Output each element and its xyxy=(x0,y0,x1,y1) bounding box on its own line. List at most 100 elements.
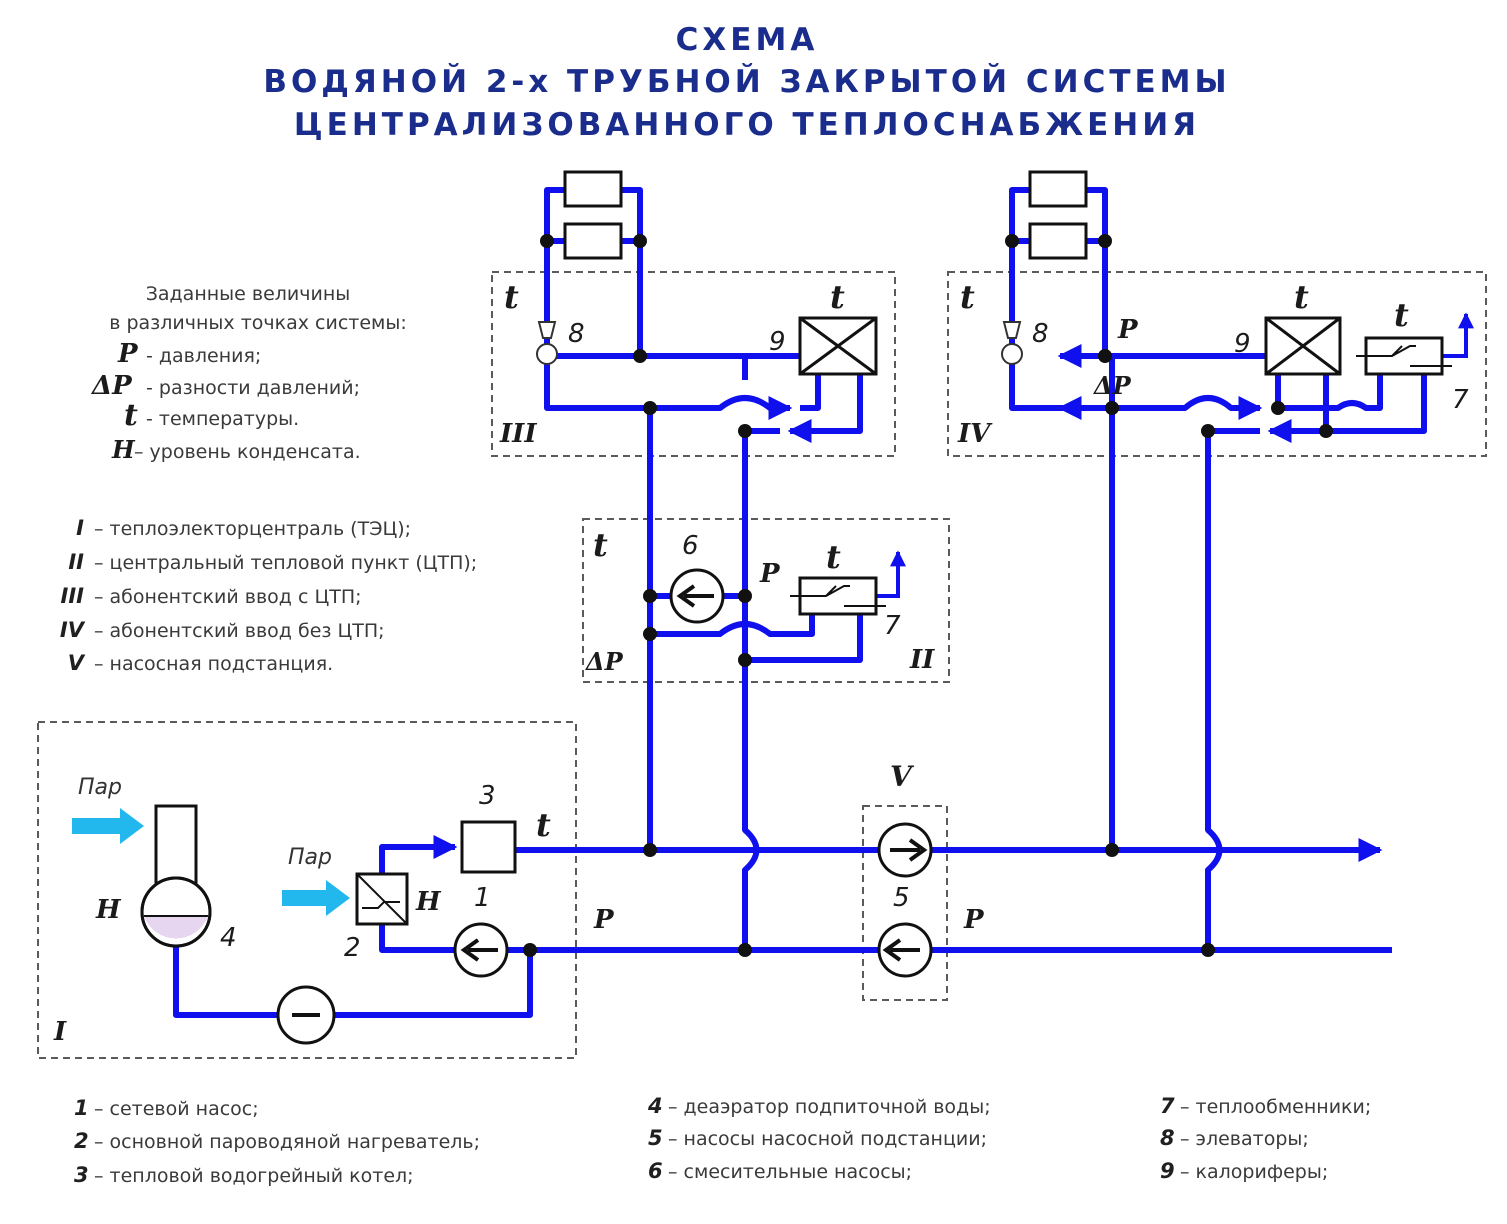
steam-arrow-heater xyxy=(282,880,350,916)
setpoint-text-pressure-diff: - разности давлений; xyxy=(146,377,360,399)
station-text-III: – абонентский ввод с ЦТП; xyxy=(94,586,362,608)
title-line-2: ВОДЯНОЙ 2-х ТРУБНОЙ ЗАКРЫТОЙ СИСТЕМЫ xyxy=(263,64,1230,100)
label-9-IV: 9 xyxy=(1234,329,1251,359)
diagram-labels: t t 8 9 III t 8 P ΔP 9 t t 7 IV t 6 P t … xyxy=(53,278,1469,1047)
equip-text-6: – смесительные насосы; xyxy=(668,1161,912,1183)
setpoint-text-temperature: - температуры. xyxy=(146,408,299,430)
equip-key-9: 9 xyxy=(1160,1159,1175,1183)
equip-text-2: – основной пароводяной нагреватель; xyxy=(94,1131,480,1153)
zone-IV-hx-in xyxy=(1278,374,1383,411)
label-t-IV-hx: t xyxy=(1394,296,1409,334)
station-text-IV: – абонентский ввод без ЦТП; xyxy=(94,620,385,642)
setpoint-key-pressure: P xyxy=(117,339,139,369)
label-P-IV: P xyxy=(1117,315,1139,345)
label-zone-V: V xyxy=(890,760,915,793)
zone-IV-hot-water-out xyxy=(1442,312,1474,358)
label-t-IV-left: t xyxy=(960,278,975,316)
label-dP-II: ΔP xyxy=(585,647,624,676)
label-6: 6 xyxy=(682,531,699,561)
label-P-main-right: P xyxy=(963,905,985,935)
zone-III-box xyxy=(491,271,896,457)
equip-key-7: 7 xyxy=(1160,1094,1175,1118)
makeup-line-right xyxy=(334,950,533,1018)
label-2: 2 xyxy=(344,933,361,963)
zone-II-hx-return xyxy=(745,614,863,663)
steam-water-heater-2 xyxy=(355,872,409,926)
stations-legend: I – теплоэлекторцентраль (ТЭЦ); II – цен… xyxy=(60,516,477,675)
zone-III-mixing-line xyxy=(544,356,793,420)
equip-text-8: – элеваторы; xyxy=(1180,1128,1309,1150)
station-key-III: III xyxy=(61,584,85,608)
heat-exchanger-IV xyxy=(1356,336,1452,376)
station-text-V: – насосная подстанция. xyxy=(94,653,333,675)
label-t-II: t xyxy=(593,526,608,564)
equip-text-4: – деаэратор подпиточной воды; xyxy=(668,1096,991,1118)
steam-label-1: Пар xyxy=(78,775,122,800)
radiator-IV-bottom xyxy=(1028,222,1088,260)
steam-label-2: Пар xyxy=(288,845,332,870)
equip-text-1: – сетевой насос; xyxy=(94,1098,259,1120)
setpoints-heading-2: в различных точках системы: xyxy=(109,312,407,334)
station-key-I: I xyxy=(76,516,84,540)
substation-pump-return xyxy=(877,922,933,978)
elevator-IV xyxy=(1001,321,1023,365)
setpoint-key-pressure-diff: ΔP xyxy=(90,371,133,401)
equip-text-9: – калориферы; xyxy=(1180,1161,1328,1183)
zone-I-box xyxy=(37,721,577,1059)
zone-II-hx-supply xyxy=(650,614,815,637)
label-7-II: 7 xyxy=(884,611,901,641)
equip-key-2: 2 xyxy=(74,1129,89,1153)
mixing-pump-6 xyxy=(669,568,725,624)
label-zone-II: II xyxy=(909,645,935,675)
label-H-heater: H xyxy=(415,887,442,917)
zone-II-box xyxy=(582,518,950,683)
equip-key-1: 1 xyxy=(74,1096,89,1120)
station-key-IV: IV xyxy=(60,618,86,642)
station-key-II: II xyxy=(68,550,84,574)
setpoint-key-temperature: t xyxy=(124,398,138,433)
equip-key-8: 8 xyxy=(1160,1126,1175,1150)
label-t-III-calorifer: t xyxy=(830,278,845,316)
hot-water-boiler-3 xyxy=(460,820,517,874)
label-t-IV-calorifer: t xyxy=(1294,278,1309,316)
main-pipes xyxy=(515,356,1392,953)
equip-key-3: 3 xyxy=(74,1163,89,1187)
setpoints-heading-1: Заданные величины xyxy=(146,283,351,305)
title-line-1: СХЕМА xyxy=(676,22,819,58)
label-5: 5 xyxy=(893,883,910,913)
riser-return-right xyxy=(1205,431,1223,950)
label-8-III: 8 xyxy=(568,319,585,349)
setpoint-text-pressure: - давления; xyxy=(146,345,261,367)
equip-text-5: – насосы насосной подстанции; xyxy=(668,1128,987,1150)
equip-text-7: – теплообменники; xyxy=(1180,1096,1371,1118)
makeup-line-left xyxy=(173,946,278,1018)
substation-pump-supply xyxy=(877,822,933,878)
junction-nodes xyxy=(523,234,1333,957)
zone-II-hot-water-out xyxy=(876,550,906,598)
elevator-III xyxy=(536,321,558,365)
label-t-boiler: t xyxy=(536,806,551,844)
equipment-legend: 1 – сетевой насос; 2 – основной пароводя… xyxy=(74,1094,1371,1187)
heat-exchanger-II xyxy=(790,576,886,616)
equip-text-3: – тепловой водогрейный котел; xyxy=(94,1165,414,1187)
steam-arrow-deaerator xyxy=(72,808,144,844)
makeup-pump xyxy=(276,985,336,1045)
zone-IV-pipes xyxy=(1009,187,1474,443)
heater-to-boiler xyxy=(379,835,458,874)
setpoint-key-level: H xyxy=(111,435,136,464)
label-t-III-left: t xyxy=(504,278,519,316)
zone-III-calorifer-in xyxy=(800,374,821,411)
zone-V-box xyxy=(862,805,948,1001)
equip-key-5: 5 xyxy=(648,1126,663,1150)
title-line-3: ЦЕНТРАЛИЗОВАННОГО ТЕПЛОСНАБЖЕНИЯ xyxy=(294,107,1200,143)
setpoints-legend: Заданные величины в различных точках сис… xyxy=(90,283,407,464)
label-1: 1 xyxy=(474,883,491,913)
station-text-I: – теплоэлекторцентраль (ТЭЦ); xyxy=(94,518,411,540)
label-t-II-hx: t xyxy=(826,538,841,576)
equip-key-4: 4 xyxy=(647,1094,663,1118)
setpoint-text-level: – уровень конденсата. xyxy=(134,441,361,463)
calorifer-IV xyxy=(1264,316,1342,376)
label-zone-IV: IV xyxy=(957,419,993,449)
calorifer-III xyxy=(798,316,878,376)
